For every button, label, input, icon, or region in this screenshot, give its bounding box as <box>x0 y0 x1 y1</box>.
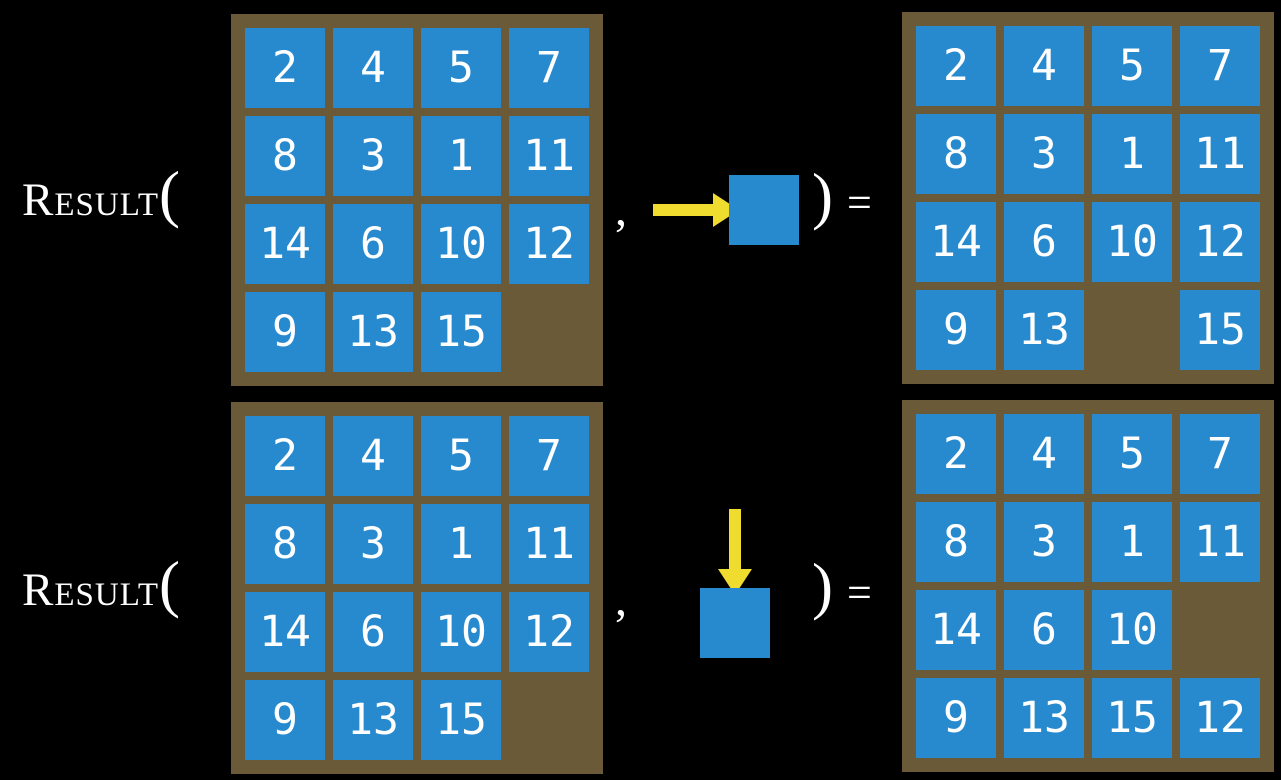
puzzle-tile: 6 <box>1004 590 1084 670</box>
puzzle-tile: 2 <box>245 416 325 496</box>
puzzle-tile: 14 <box>245 592 325 672</box>
puzzle-tile: 14 <box>916 590 996 670</box>
initial-state-board: 2 4 5 7 8 3 1 11 14 6 10 12 9 13 15 <box>231 402 603 774</box>
puzzle-tile: 9 <box>916 290 996 370</box>
puzzle-tile: 15 <box>421 680 501 760</box>
puzzle-tile: 1 <box>1092 114 1172 194</box>
puzzle-tile: 4 <box>333 416 413 496</box>
empty-cell <box>1092 290 1172 370</box>
puzzle-tile: 1 <box>421 504 501 584</box>
close-paren-equals: ) = <box>812 160 872 233</box>
puzzle-tile: 3 <box>1004 114 1084 194</box>
puzzle-tile: 4 <box>1004 26 1084 106</box>
equals-sign: = <box>846 178 872 227</box>
puzzle-tile: 10 <box>421 592 501 672</box>
puzzle-tile: 5 <box>421 28 501 108</box>
result-state-board: 2 4 5 7 8 3 1 11 14 6 10 12 9 13 15 <box>902 12 1274 384</box>
puzzle-tile: 2 <box>245 28 325 108</box>
puzzle-tile: 11 <box>509 504 589 584</box>
comma: , <box>615 183 627 236</box>
puzzle-tile: 7 <box>509 28 589 108</box>
comma: , <box>615 573 627 626</box>
puzzle-tile: 15 <box>1180 290 1260 370</box>
puzzle-tile: 1 <box>421 116 501 196</box>
puzzle-tile: 5 <box>1092 414 1172 494</box>
puzzle-tile: 13 <box>333 680 413 760</box>
puzzle-tile: 10 <box>1092 202 1172 282</box>
puzzle-tile: 10 <box>1092 590 1172 670</box>
equals-sign: = <box>846 568 872 617</box>
puzzle-tile: 9 <box>245 680 325 760</box>
puzzle-tile: 12 <box>1180 202 1260 282</box>
open-paren: ( <box>158 549 180 619</box>
puzzle-tile: 11 <box>509 116 589 196</box>
puzzle-tile: 2 <box>916 26 996 106</box>
puzzle-tile: 14 <box>916 202 996 282</box>
close-paren-equals: ) = <box>812 550 872 623</box>
puzzle-tile: 15 <box>1092 678 1172 758</box>
result-function-name: Result <box>22 564 159 616</box>
puzzle-tile: 12 <box>509 592 589 672</box>
puzzle-tile: 8 <box>916 502 996 582</box>
puzzle-tile: 3 <box>333 504 413 584</box>
empty-cell <box>509 680 589 760</box>
puzzle-tile: 8 <box>245 116 325 196</box>
puzzle-tile: 10 <box>421 204 501 284</box>
puzzle-tile: 7 <box>509 416 589 496</box>
puzzle-tile: 6 <box>333 592 413 672</box>
puzzle-tile: 4 <box>1004 414 1084 494</box>
moved-tile-square <box>729 175 799 245</box>
puzzle-tile: 9 <box>916 678 996 758</box>
result-function-label: Result( <box>22 548 180 621</box>
close-paren: ) <box>812 551 833 621</box>
open-paren: ( <box>158 159 180 229</box>
puzzle-tile: 6 <box>333 204 413 284</box>
puzzle-tile: 7 <box>1180 414 1260 494</box>
puzzle-tile: 15 <box>421 292 501 372</box>
puzzle-tile: 9 <box>245 292 325 372</box>
move-down-arrow-icon <box>718 509 752 595</box>
puzzle-tile: 6 <box>1004 202 1084 282</box>
result-function-label: Result( <box>22 158 180 231</box>
puzzle-tile: 13 <box>333 292 413 372</box>
puzzle-tile: 8 <box>245 504 325 584</box>
moved-tile-square <box>700 588 770 658</box>
puzzle-tile: 12 <box>509 204 589 284</box>
puzzle-tile: 5 <box>421 416 501 496</box>
initial-state-board: 2 4 5 7 8 3 1 11 14 6 10 12 9 13 15 <box>231 14 603 386</box>
puzzle-tile: 1 <box>1092 502 1172 582</box>
puzzle-tile: 14 <box>245 204 325 284</box>
empty-cell <box>509 292 589 372</box>
move-right-arrow-icon <box>653 193 739 227</box>
puzzle-tile: 2 <box>916 414 996 494</box>
puzzle-tile: 11 <box>1180 502 1260 582</box>
puzzle-tile: 8 <box>916 114 996 194</box>
puzzle-tile: 11 <box>1180 114 1260 194</box>
result-function-name: Result <box>22 174 159 226</box>
puzzle-tile: 7 <box>1180 26 1260 106</box>
puzzle-tile: 13 <box>1004 678 1084 758</box>
result-state-board: 2 4 5 7 8 3 1 11 14 6 10 9 13 15 12 <box>902 400 1274 772</box>
puzzle-tile: 13 <box>1004 290 1084 370</box>
puzzle-tile: 3 <box>333 116 413 196</box>
puzzle-tile: 5 <box>1092 26 1172 106</box>
puzzle-tile: 12 <box>1180 678 1260 758</box>
puzzle-tile: 3 <box>1004 502 1084 582</box>
puzzle-tile: 4 <box>333 28 413 108</box>
empty-cell <box>1180 590 1260 670</box>
close-paren: ) <box>812 161 833 231</box>
